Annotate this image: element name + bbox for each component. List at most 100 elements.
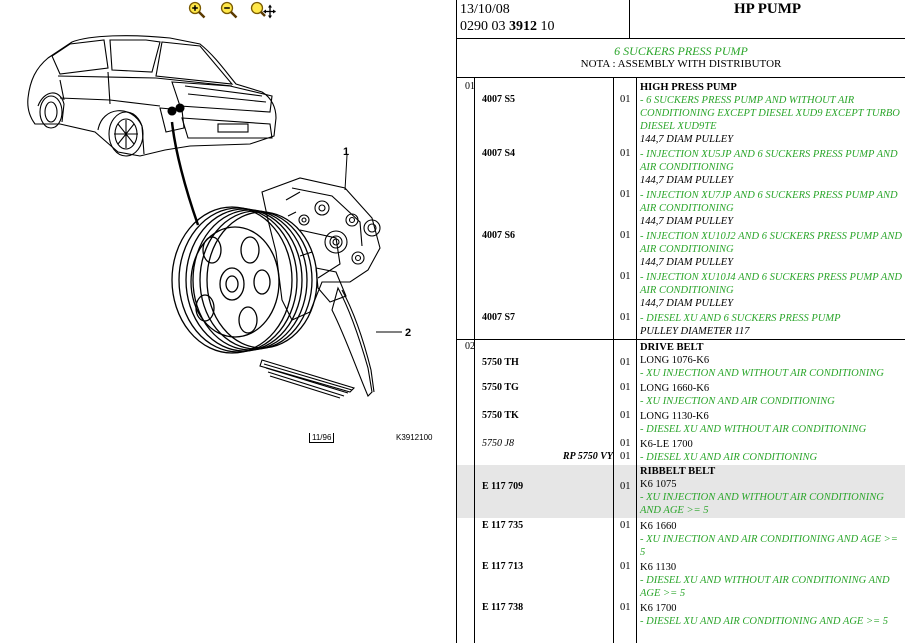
quantity: 01	[620, 520, 631, 531]
quantity: 01	[620, 312, 631, 323]
row-highlight	[457, 465, 905, 518]
part-spec: K6-LE 1700	[640, 439, 693, 450]
part-condition: - INJECTION XU10J2 AND 6 SUCKERS PRESS P…	[640, 231, 902, 255]
quantity: 01	[620, 382, 631, 393]
part-description: - DIESEL XU AND 6 SUCKERS PRESS PUMP PULL…	[640, 312, 902, 338]
part-condition: - DIESEL XU AND WITHOUT AIR CONDITIONING	[640, 424, 867, 435]
drawing-pane: 1 2 11/96 K3912100	[0, 0, 456, 443]
part-spec: K6 1075	[640, 479, 677, 490]
part-number[interactable]: 5750 TH	[482, 357, 519, 368]
part-number[interactable]: 4007 S5	[482, 94, 516, 105]
quantity: 01	[620, 271, 631, 282]
part-spec: K6 1700	[640, 603, 677, 614]
page-title: HP PUMP	[733, 1, 802, 17]
part-note: PULLEY DIAMETER 117	[640, 326, 750, 337]
drive-belt	[259, 286, 375, 399]
page-header: 13/10/08 0290 03 3912 10 HP PUMP	[457, 0, 905, 39]
part-description: K6-LE 1700	[640, 438, 902, 451]
car-illustration	[27, 35, 277, 157]
quantity: 01	[620, 561, 631, 572]
pan-zoom-icon[interactable]	[250, 1, 276, 19]
pulley	[171, 206, 318, 354]
part-number[interactable]: 5750 J8	[482, 438, 514, 449]
part-title: RIBBELT BELT	[640, 466, 716, 477]
quantity: 01	[620, 148, 631, 159]
quantity: 01	[620, 410, 631, 421]
pane-separator[interactable]	[456, 0, 457, 643]
part-condition: - 6 SUCKERS PRESS PUMP AND WITHOUT AIR C…	[640, 95, 900, 132]
exploded-view-drawing: 1 2	[27, 35, 411, 399]
drawing-ref-date: 11/96	[309, 433, 335, 443]
zoom-toolbar	[0, 0, 456, 20]
part-spec: K6 1660	[640, 521, 677, 532]
part-number[interactable]: 4007 S4	[482, 148, 516, 159]
part-spec: LONG 1130-K6	[640, 411, 709, 422]
part-note: 144,7 DIAM PULLEY	[640, 257, 734, 268]
part-description: LONG 1660-K6 - XU INJECTION AND AIR CONDI…	[640, 382, 902, 408]
quantity: 01	[620, 481, 631, 492]
part-condition: - DIESEL XU AND AIR CONDITIONING	[640, 452, 818, 463]
quantity: 01	[620, 94, 631, 105]
quantity: 01	[620, 230, 631, 241]
pump-body	[261, 177, 381, 321]
part-number[interactable]: 5750 TG	[482, 382, 519, 393]
callout-1-label: 1	[343, 146, 349, 158]
part-title: HIGH PRESS PUMP	[640, 82, 737, 93]
zoom-in-icon[interactable]	[188, 1, 206, 19]
part-number[interactable]: 4007 S6	[482, 230, 516, 241]
quantity: 01	[620, 451, 631, 462]
part-number[interactable]: E 117 709	[482, 481, 524, 492]
part-number-rp[interactable]: RP 5750 VY	[562, 451, 613, 462]
part-description: RIBBELT BELT K6 1075 - XU INJECTION AND WI…	[640, 465, 902, 517]
quantity: 01	[620, 189, 631, 200]
nota: NOTA : ASSEMBLY WITH DISTRIBUTOR	[580, 58, 782, 70]
part-condition: - XU INJECTION AND AIR CONDITIONING AND …	[640, 534, 898, 558]
part-number[interactable]: E 117 738	[482, 602, 524, 613]
part-description: DRIVE BELT LONG 1076-K6 - XU INJECTION AND…	[640, 341, 902, 380]
quantity: 01	[620, 438, 631, 449]
callout-2-label: 2	[405, 327, 411, 339]
part-note: 144,7 DIAM PULLEY	[640, 175, 734, 186]
leader-line	[170, 121, 200, 226]
zoom-out-icon[interactable]	[220, 1, 238, 19]
header-ref: 13/10/08 0290 03 3912 10	[460, 1, 555, 35]
part-number[interactable]: 4007 S7	[482, 312, 516, 323]
part-spec: LONG 1660-K6	[640, 383, 710, 394]
part-description: K6 1660 - XU INJECTION AND AIR CONDITIONI…	[640, 520, 902, 559]
part-spec: LONG 1076-K6	[640, 355, 710, 366]
quantity: 01	[620, 602, 631, 613]
part-condition: - DIESEL XU AND AIR CONDITIONING AND AGE…	[640, 616, 888, 627]
part-description: - INJECTION XU5JP AND 6 SUCKERS PRESS PU…	[640, 148, 902, 187]
drawing-ref-code: K3912100	[396, 433, 433, 442]
part-number[interactable]: E 117 735	[482, 520, 524, 531]
header-ref-number: 0290 03 3912 10	[460, 19, 555, 34]
part-description: HIGH PRESS PUMP - 6 SUCKERS PRESS PUMP AN…	[640, 81, 902, 146]
part-description: - INJECTION XU10J2 AND 6 SUCKERS PRESS P…	[640, 230, 902, 269]
subtitle: 6 SUCKERS PRESS PUMP	[614, 44, 748, 58]
group-number: 01	[465, 81, 475, 92]
part-note: 144,7 DIAM PULLEY	[640, 216, 734, 227]
part-spec: K6 1130	[640, 562, 677, 573]
part-condition: - DIESEL XU AND 6 SUCKERS PRESS PUMP	[640, 313, 841, 324]
part-number[interactable]: E 117 713	[482, 561, 524, 572]
group-number: 02	[465, 341, 475, 352]
parts-table-pane: 13/10/08 0290 03 3912 10 HP PUMP 6 SUCKE…	[457, 0, 905, 643]
part-description: K6 1700 - DIESEL XU AND AIR CONDITIONING …	[640, 602, 902, 628]
part-note: 144,7 DIAM PULLEY	[640, 134, 734, 145]
header-date: 13/10/08	[460, 2, 510, 17]
part-condition: - DIESEL XU AND WITHOUT AIR CONDITIONING…	[640, 575, 890, 599]
part-condition: - INJECTION XU7JP AND 6 SUCKERS PRESS PU…	[640, 190, 898, 214]
part-note: 144,7 DIAM PULLEY	[640, 298, 734, 309]
part-condition: - INJECTION XU5JP AND 6 SUCKERS PRESS PU…	[640, 149, 898, 173]
part-description: K6 1130 - DIESEL XU AND WITHOUT AIR CONDI…	[640, 561, 902, 600]
part-condition: - XU INJECTION AND WITHOUT AIR CONDITION…	[640, 492, 884, 516]
part-condition: - INJECTION XU10J4 AND 6 SUCKERS PRESS P…	[640, 272, 902, 296]
part-title: DRIVE BELT	[640, 342, 704, 353]
part-condition: - XU INJECTION AND WITHOUT AIR CONDITION…	[640, 368, 884, 379]
part-description: - INJECTION XU10J4 AND 6 SUCKERS PRESS P…	[640, 271, 902, 310]
part-condition: - XU INJECTION AND AIR CONDITIONING	[640, 396, 835, 407]
part-number[interactable]: 5750 TK	[482, 410, 519, 421]
part-description: LONG 1130-K6 - DIESEL XU AND WITHOUT AIR …	[640, 410, 902, 436]
quantity: 01	[620, 357, 631, 368]
part-description: - DIESEL XU AND AIR CONDITIONING	[640, 451, 902, 464]
